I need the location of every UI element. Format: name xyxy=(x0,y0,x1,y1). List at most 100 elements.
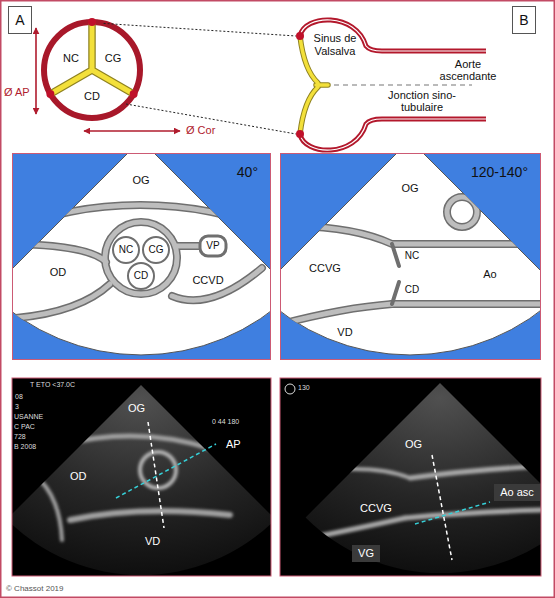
aortic-root xyxy=(296,130,304,138)
chamber-label: OD xyxy=(50,266,67,279)
schematic-long-axis xyxy=(392,300,541,308)
projection-line xyxy=(104,23,296,134)
diameter-arrow xyxy=(35,28,37,114)
echo-image xyxy=(140,452,176,488)
schematic-short-axis xyxy=(12,205,271,318)
node-text: 120-140° xyxy=(471,164,528,180)
schematic-long-axis xyxy=(280,197,541,327)
structure-label: Jonction sino-tubulaire xyxy=(386,89,458,113)
chamber-label: CCVG xyxy=(309,262,341,275)
chamber-label: OG xyxy=(401,182,418,195)
schematic-long-axis xyxy=(280,304,392,327)
echo-image xyxy=(116,444,216,498)
echo-label: CCVG xyxy=(360,502,392,515)
echo-image xyxy=(40,436,230,540)
valve-cross-section xyxy=(44,22,140,118)
echo-tag: Ao asc xyxy=(494,484,540,501)
schematic-long-axis xyxy=(280,197,541,327)
schematic-short-axis xyxy=(128,263,154,289)
echo-image xyxy=(40,436,230,540)
echo-annotation: T ETO <37.0C xyxy=(30,381,75,389)
echo-image xyxy=(12,385,271,575)
cusp-label: CG xyxy=(105,52,122,65)
echo-image xyxy=(432,455,452,560)
schematic-long-axis xyxy=(280,197,541,327)
echo-image xyxy=(300,518,405,540)
echo-annotation: 08 xyxy=(15,393,23,401)
echo-image xyxy=(148,422,164,528)
schematic-long-axis xyxy=(447,197,477,227)
echo-annotation: 130 xyxy=(298,384,310,392)
schematic-long-axis xyxy=(280,226,541,244)
schematic-long-axis xyxy=(392,302,541,307)
echo-annotation: 728 xyxy=(14,433,26,441)
vessel-label: Ao xyxy=(483,268,496,281)
schematic-short-axis xyxy=(12,205,271,232)
schematic-short-axis xyxy=(12,205,271,318)
schematic-short-axis xyxy=(105,222,177,294)
node-text: VG xyxy=(358,547,374,560)
schematic-short-axis xyxy=(16,284,110,318)
aortic-root xyxy=(334,84,472,85)
schematic-long-axis xyxy=(280,153,541,360)
echo-label: OD xyxy=(70,470,87,483)
valve-cross-section xyxy=(130,90,138,98)
cusp-label: CD xyxy=(405,284,419,296)
cusp-label: NC xyxy=(405,250,419,262)
echo-image xyxy=(306,383,541,573)
echo-image xyxy=(12,378,271,576)
echo-annotation: USANNE xyxy=(14,413,43,421)
cusp-label: CD xyxy=(84,90,100,103)
echo-label: OG xyxy=(405,438,422,451)
echo-annotation: 0 44 180 xyxy=(212,418,239,426)
schematic-short-axis xyxy=(105,222,177,294)
valve-cross-section xyxy=(46,90,54,98)
echo-image xyxy=(415,502,490,524)
schematic-short-axis xyxy=(172,268,262,300)
panel-letter: B xyxy=(512,6,536,34)
schematic-short-axis xyxy=(200,236,226,256)
valve-cross-section xyxy=(88,18,96,26)
echo-label: OG xyxy=(128,402,145,415)
valve-label: VP xyxy=(206,240,219,252)
schematic-long-axis xyxy=(280,226,541,244)
echo-image xyxy=(410,466,541,478)
schematic-long-axis xyxy=(392,244,399,304)
echo-frame xyxy=(280,378,541,576)
valve-cross-section xyxy=(53,25,131,93)
cusp-label: NC xyxy=(63,52,79,65)
schematic-short-axis xyxy=(172,268,262,300)
schematic-long-axis xyxy=(447,197,477,227)
schematic-short-axis xyxy=(16,284,110,318)
copyright-note: © Chassot 2019 xyxy=(6,584,63,593)
chamber-label: CCVD xyxy=(192,274,223,287)
echo-image xyxy=(300,466,541,540)
echo-image xyxy=(285,384,295,394)
aortic-root xyxy=(300,119,486,150)
dimension-label: Ø AP xyxy=(4,86,30,99)
schematic-short-axis xyxy=(113,237,139,263)
echo-annotation: C PAC xyxy=(14,423,35,431)
schematic-short-axis xyxy=(176,244,200,249)
aortic-root xyxy=(296,20,486,150)
echo-image xyxy=(40,480,62,540)
node-text: B xyxy=(519,12,528,28)
aortic-root xyxy=(300,119,486,150)
schematic-short-axis xyxy=(12,153,271,360)
echo-annotation: 3 xyxy=(15,403,19,411)
dimension-label: Ø Cor xyxy=(186,124,215,137)
chamber-label: OG xyxy=(132,174,149,187)
echo-image xyxy=(60,436,215,450)
echo-tag: VG xyxy=(352,545,380,562)
structure-label: Sinus de Valsalva xyxy=(309,32,361,58)
schematic-short-axis xyxy=(18,244,106,262)
aortic-root xyxy=(296,32,304,40)
structure-label: Aorte ascendante xyxy=(436,58,500,82)
node-text: A xyxy=(15,12,24,28)
chamber-label: VD xyxy=(337,326,352,339)
echo-label: AP xyxy=(226,438,241,451)
